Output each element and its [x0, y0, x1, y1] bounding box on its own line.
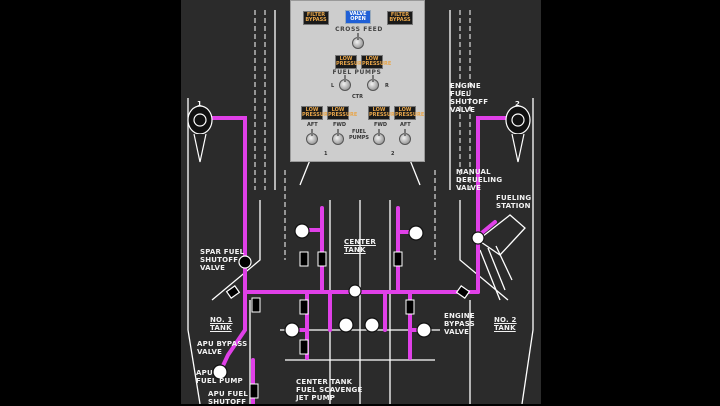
- apu-bypass-valve-label: APU BYPASS VALVE: [197, 340, 248, 356]
- ctr-pump-low-pressure-r: LOW PRESSURE: [361, 55, 392, 69]
- fueling-manifold: [477, 214, 526, 256]
- center-lines: [329, 200, 391, 404]
- pump2-fwd-switch[interactable]: [373, 129, 385, 145]
- pump1-fwd-label: FWD: [333, 122, 347, 128]
- apu-fuel-shutoff-label: APU FUEL SHUTOFF: [208, 390, 248, 406]
- tank-boundary-right: [459, 200, 509, 301]
- no1-tank-label: NO. 1 TANK: [210, 316, 233, 332]
- ctr-label: CTR: [352, 94, 363, 100]
- center-tank-scavenge-label: CENTER TANK FUEL SCAVENGE JET PUMP: [296, 378, 363, 402]
- check-valve-4: [251, 297, 261, 313]
- pump1-aft-low-pressure: LOW PRESSURE: [301, 106, 332, 120]
- pump-lower-left-icon: [284, 322, 300, 338]
- no2-tank-label: NO. 2 TANK: [494, 316, 517, 332]
- wing-outline-right: [521, 98, 534, 404]
- check-valve-2: [317, 251, 327, 267]
- apu-pump-icon: [212, 364, 228, 380]
- bypass-valve-left: [225, 285, 241, 299]
- engine-2: [505, 105, 531, 163]
- pump2-aft-low-pressure: LOW PRESSURE: [394, 106, 425, 120]
- check-valve-7: [299, 339, 309, 355]
- fuselage-outline: [274, 10, 451, 190]
- pump-group-2-number: 2: [391, 151, 395, 157]
- engine-fuel-shutoff-valve-label: ENGINE FUEL SHUTOFF VALVE: [450, 82, 489, 114]
- engine-1: [187, 105, 213, 163]
- ctr-left-label: L: [331, 83, 335, 89]
- pump2-aft-label: AFT: [400, 122, 411, 128]
- pump1-fwd-switch[interactable]: [332, 129, 344, 145]
- engine-bypass-valve-label: ENGINE BYPASS VALVE: [444, 312, 475, 336]
- tank-boundary-left: [211, 200, 261, 301]
- spar-valve-icon: [238, 255, 252, 269]
- crossfeed-valve-icon: [348, 284, 362, 298]
- center-pump-left-icon: [294, 223, 310, 239]
- apu-fuel-pump-label: APU FUEL PUMP: [196, 369, 243, 385]
- manual-defueling-valve-label: MANUAL DEFUELING VALVE: [456, 168, 503, 192]
- ctr-right-label: R: [385, 83, 389, 89]
- pump2-aft-switch[interactable]: [399, 129, 411, 145]
- check-valve-5: [299, 299, 309, 315]
- pump-group-1-number: 1: [324, 151, 328, 157]
- pump1-aft-label: AFT: [307, 122, 318, 128]
- pump-lower-mid-left-icon: [338, 317, 354, 333]
- bypass-valve-right: [455, 285, 471, 299]
- check-valve-6: [405, 299, 415, 315]
- crossfeed-valve-open-light: VALVE OPEN: [345, 10, 371, 24]
- fuel-line-apu: [218, 290, 247, 374]
- pump-lower-mid-right-icon: [364, 317, 380, 333]
- engine-1-number: 1: [197, 100, 203, 108]
- pump2-fwd-label: FWD: [374, 122, 388, 128]
- crossfeed-label: CROSS FEED: [335, 26, 383, 33]
- pump-lower-right-icon: [416, 322, 432, 338]
- crossfeed-selector[interactable]: [352, 33, 364, 49]
- center-tank-outline: [299, 159, 421, 186]
- filter-bypass-right-light: FILTER BYPASS: [387, 11, 413, 25]
- ctr-pump-left-switch[interactable]: [339, 75, 351, 91]
- center-pump-right-icon: [408, 225, 424, 241]
- check-valve-1: [299, 251, 309, 267]
- pump2-fwd-low-pressure: LOW PRESSURE: [368, 106, 399, 120]
- check-valve-3: [393, 251, 403, 267]
- spar-fuel-shutoff-valve-label: SPAR FUEL SHUTOFF VALVE: [200, 248, 245, 272]
- ctr-pump-right-switch[interactable]: [367, 75, 379, 91]
- ctr-pump-low-pressure-l: LOW PRESSURE: [335, 55, 366, 69]
- check-valve-8: [249, 383, 259, 399]
- fueling-lines: [479, 245, 513, 301]
- center-tank-label: CENTER TANK: [344, 238, 376, 254]
- pump1-aft-switch[interactable]: [306, 129, 318, 145]
- fuel-pumps-label: FUEL PUMPS: [332, 69, 382, 76]
- engine-2-number: 2: [515, 100, 521, 108]
- defuel-valve-icon: [471, 231, 485, 245]
- fuel-pumps-bottom-label: FUEL PUMPS: [349, 129, 369, 141]
- dashed-lines: [254, 10, 471, 260]
- pump1-fwd-low-pressure: LOW PRESSURE: [327, 106, 358, 120]
- fueling-station-label: FUELING STATION: [496, 194, 532, 210]
- wing-outline-left: [187, 98, 201, 404]
- fuel-control-panel: FILTER BYPASS VALVE OPEN FILTER BYPASS C…: [290, 0, 425, 162]
- filter-bypass-left-light: FILTER BYPASS: [303, 11, 329, 25]
